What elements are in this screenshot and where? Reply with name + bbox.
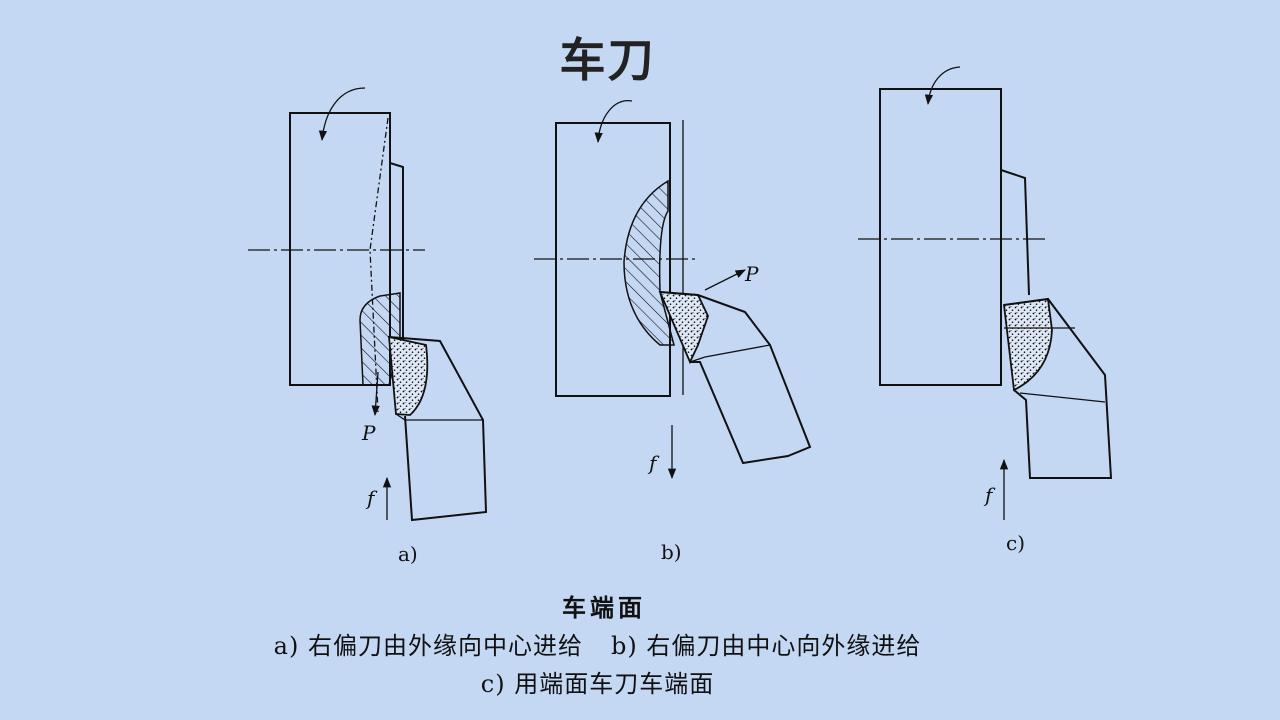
caption-item-c: c) 用端面车刀车端面 (480, 670, 715, 698)
feed-symbol-a: f (365, 486, 378, 510)
caption-line-1: a) 右偏刀由外缘向中心进给 b) 右偏刀由中心向外缘进给 (0, 626, 1195, 661)
rotation-arrow-a (318, 87, 366, 142)
tool-shank-b (659, 291, 812, 465)
caption-item-b: b) 右偏刀由中心向外缘进给 (610, 632, 922, 660)
force-symbol-b: P (744, 262, 759, 286)
tool-insert-c (1003, 297, 1053, 392)
rotation-arrow-b (594, 100, 633, 144)
caption-title: 车端面 (562, 593, 646, 622)
panel-b: P f b) (534, 100, 812, 564)
tool-shank-a (388, 336, 488, 522)
workpiece-c (879, 88, 1002, 386)
chuck-edge-a (389, 162, 404, 395)
rotation-arrow-c (924, 66, 961, 106)
tool-insert-a (387, 335, 429, 416)
panel-label-c: c) (1006, 531, 1025, 555)
force-symbol-a: P (361, 421, 376, 445)
chip-hatch-b (623, 179, 675, 346)
slide-title: 车刀 (559, 33, 656, 87)
panel-c: f c) (858, 66, 1113, 555)
tool-shank-c (1003, 297, 1113, 479)
chuck-edge-c (1000, 169, 1030, 296)
chip-hatch-a (359, 292, 401, 386)
workpiece-a (289, 112, 391, 386)
force-arrow-a (371, 371, 380, 417)
feed-symbol-c: f (983, 483, 996, 507)
panel-label-b: b) (661, 540, 682, 564)
panel-label-a: a) (398, 542, 418, 566)
feed-symbol-b: f (647, 451, 660, 475)
force-arrow-b (704, 269, 746, 291)
caption-item-a: a) 右偏刀由外缘向中心进给 (273, 632, 583, 660)
caption-line-2: c) 用端面车刀车端面 (0, 664, 1195, 699)
panel-a: P f a) (248, 87, 488, 566)
